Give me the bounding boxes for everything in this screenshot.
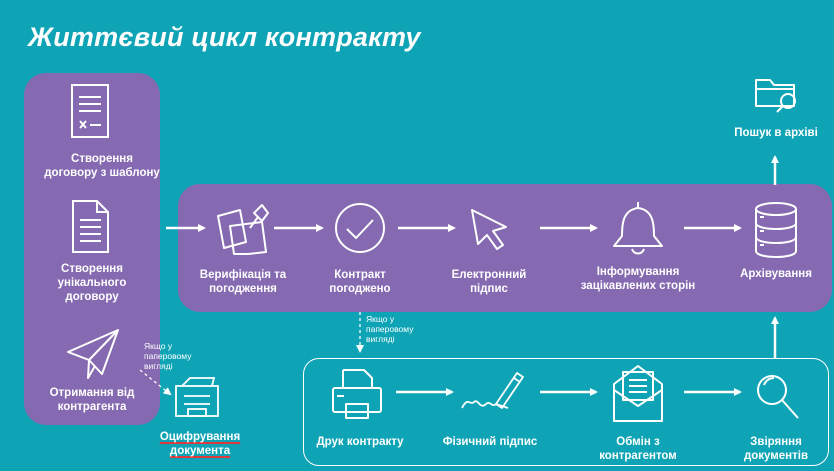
- physical-signature-label: Фізичний підпис: [442, 436, 538, 448]
- create-from-template-label: Створення договору з шаблону: [44, 153, 160, 179]
- contract-template-icon: [71, 84, 109, 138]
- search-archive-label: Пошук в архіві: [734, 127, 818, 139]
- exchange-counterparty-label: Обмін з контрагентом: [599, 436, 677, 462]
- paper-process-panel: [303, 358, 829, 466]
- document-icon: [72, 200, 109, 253]
- print-contract-label: Друк контракту: [316, 436, 404, 448]
- electronic-signature-label: Електронний підпис: [451, 269, 527, 295]
- database-icon: [755, 202, 797, 258]
- digitize-document-label: Оцифрування документа: [159, 431, 241, 457]
- bell-icon: [613, 202, 663, 255]
- verify-approve-label: Верифікація та погодження: [199, 269, 287, 295]
- paper-plane-icon: [67, 329, 119, 379]
- paper-dashed-arrow-left: [139, 369, 172, 396]
- paper-note-left: Якщо у паперовому вигляді: [144, 341, 192, 371]
- reconcile-documents-label: Звіряння документів: [743, 436, 809, 462]
- cursor-icon: [471, 209, 507, 250]
- paper-note-middle: Якщо у паперовому вигляді: [366, 314, 414, 344]
- contract-approved-label: Контракт погоджено: [329, 269, 391, 295]
- envelope-icon: [613, 365, 663, 422]
- page-title: Життєвий цикл контракту: [28, 22, 421, 52]
- archiving-label: Архівування: [740, 268, 812, 280]
- creation-panel: [24, 73, 160, 425]
- magnifier-icon: [757, 375, 799, 419]
- approval-panel: [178, 184, 832, 312]
- sticky-notes-icon: [217, 204, 269, 255]
- pen-signature-icon: [461, 372, 524, 409]
- inform-stakeholders-label: Інформування зацікавлених сторін: [580, 266, 696, 292]
- check-circle-icon: [335, 203, 385, 253]
- receive-from-counterparty-label: Отримання від контрагента: [49, 387, 135, 413]
- printer-icon: [332, 369, 382, 419]
- create-unique-label: Створення унікального договору: [57, 263, 127, 303]
- folder-search-icon: [755, 79, 796, 113]
- scanner-icon: [175, 377, 219, 417]
